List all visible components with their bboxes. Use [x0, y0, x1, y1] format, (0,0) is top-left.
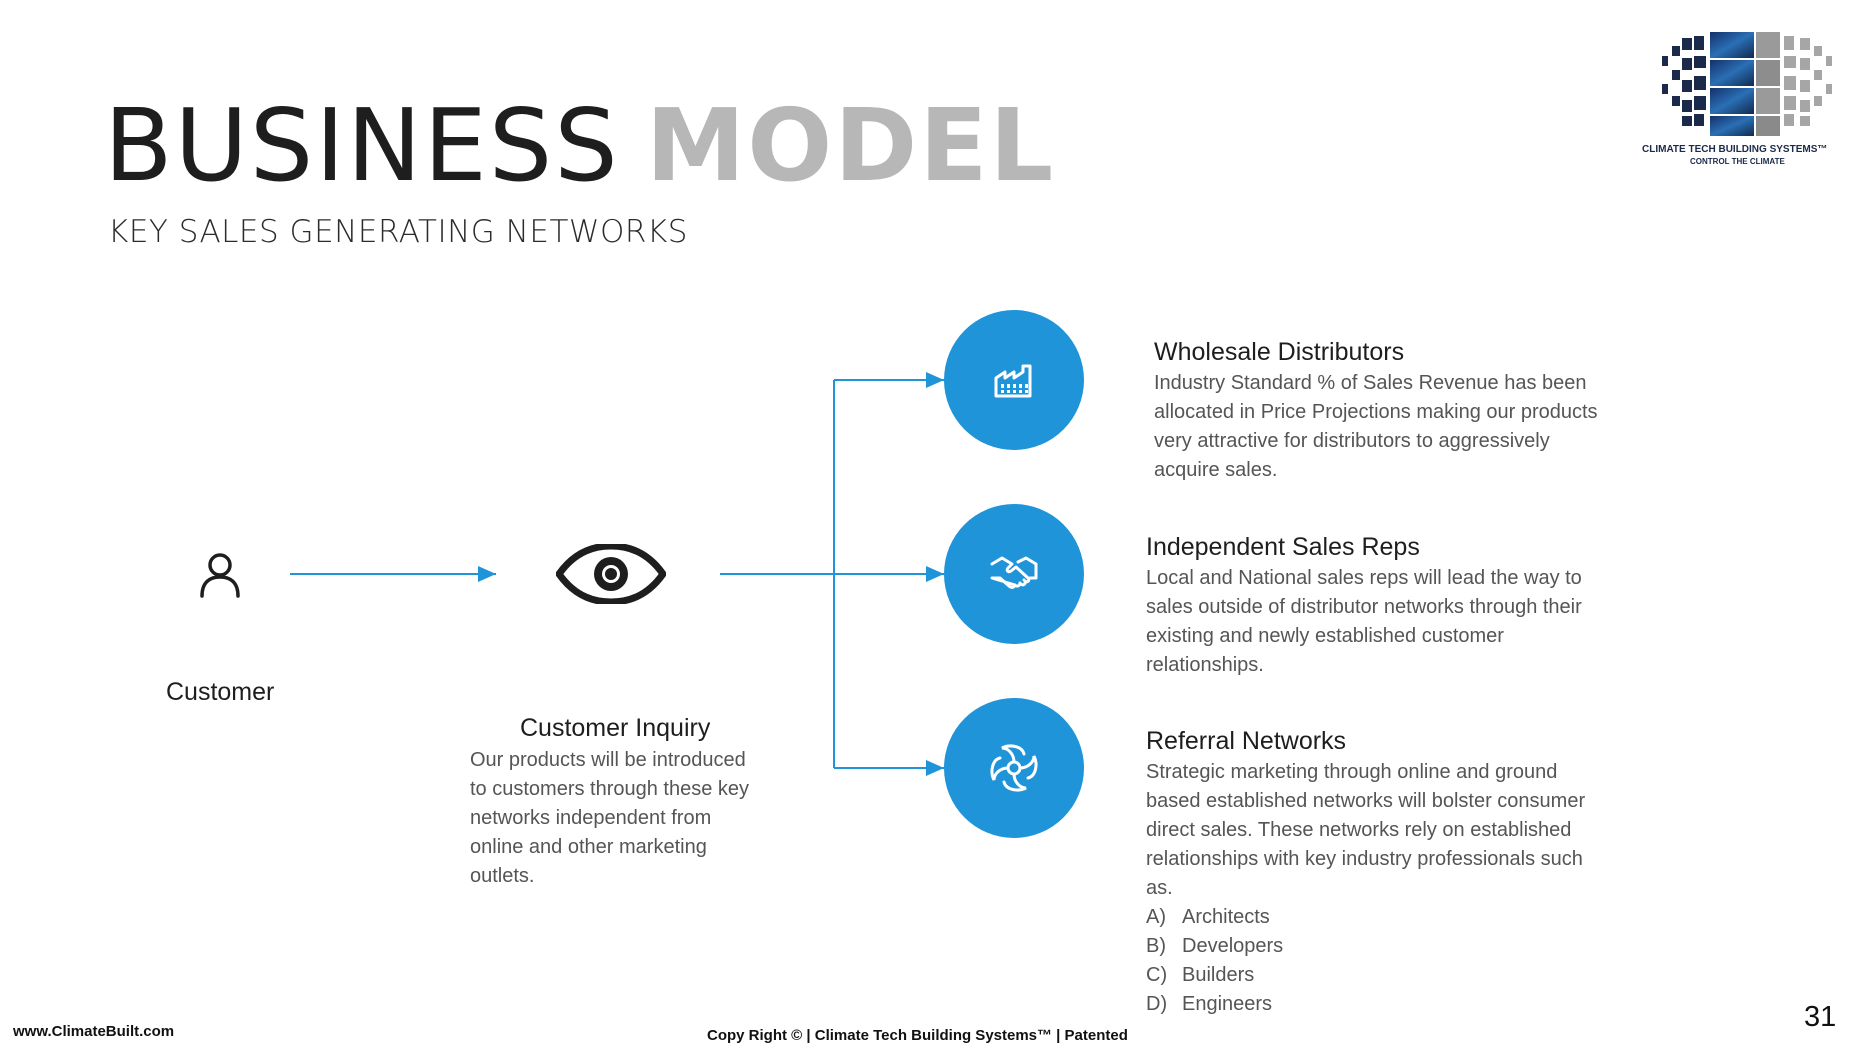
description-line: sales outside of distributor networks th… — [1146, 596, 1582, 618]
page-subtitle: KEY SALES GENERATING NETWORKS — [108, 214, 688, 250]
sales-reps-block: Independent Sales Reps Local and Nationa… — [1146, 533, 1616, 680]
description-line: existing and newly established customer — [1146, 625, 1504, 647]
list-item: C)Builders — [1146, 964, 1255, 986]
website-link[interactable]: www.ClimateBuilt.com — [13, 1023, 175, 1040]
handshake-icon — [990, 556, 1038, 589]
building-cube-logo-icon — [1662, 32, 1832, 136]
list-item: D)Engineers — [1146, 993, 1273, 1015]
customer-node — [196, 552, 244, 603]
description-line: very attractive for distributors to aggr… — [1154, 430, 1550, 452]
person-icon — [200, 553, 240, 598]
description-line: Industry Standard % of Sales Revenue has… — [1154, 372, 1587, 394]
title-part-1: BUSINESS — [104, 87, 620, 204]
inquiry-description-line: outlets. — [470, 865, 535, 887]
inquiry-description-line: to customers through these key — [470, 778, 750, 800]
description-line: Local and National sales reps will lead … — [1146, 567, 1582, 589]
page-number: 31 — [1804, 1001, 1837, 1033]
inquiry-description-line: Our products will be introduced — [470, 749, 746, 771]
inquiry-description-line: networks independent from — [470, 807, 712, 829]
wholesale-circle — [944, 310, 1084, 450]
description-line: based established networks will bolster … — [1146, 790, 1586, 812]
inquiry-description: Our products will be introduced to custo… — [470, 746, 770, 891]
wholesale-title: Wholesale Distributors — [1154, 338, 1405, 366]
referral-block: Referral Networks Strategic marketing th… — [1146, 727, 1616, 1019]
customer-label: Customer — [166, 678, 275, 706]
referral-circle — [944, 698, 1084, 838]
professionals-list: A)Architects B)Developers C)Builders D)E… — [1146, 903, 1616, 1019]
inquiry-description-line: online and other marketing — [470, 836, 707, 858]
wholesale-block: Wholesale Distributors Industry Standard… — [1154, 338, 1614, 485]
description-line: direct sales. These networks rely on est… — [1146, 819, 1572, 841]
referral-description: Strategic marketing through online and g… — [1146, 758, 1616, 903]
sales-reps-description: Local and National sales reps will lead … — [1146, 564, 1616, 680]
logo-tagline: CONTROL THE CLIMATE — [1690, 157, 1785, 166]
list-item: B)Developers — [1146, 935, 1284, 957]
description-line: relationships. — [1146, 654, 1264, 676]
description-line: allocated in Price Projections making ou… — [1154, 401, 1598, 423]
description-line: Strategic marketing through online and g… — [1146, 761, 1558, 783]
description-line: acquire sales. — [1154, 459, 1278, 481]
description-line: as. — [1146, 877, 1173, 899]
wholesale-description: Industry Standard % of Sales Revenue has… — [1154, 369, 1614, 485]
copyright-notice: Copy Right © | Climate Tech Building Sys… — [707, 1027, 1128, 1044]
inquiry-node — [554, 542, 668, 609]
logo-caption: CLIMATE TECH BUILDING SYSTEMS™ — [1642, 144, 1828, 155]
description-line: relationships with key industry professi… — [1146, 848, 1583, 870]
inquiry-label: Customer Inquiry — [520, 714, 711, 742]
factory-icon — [994, 364, 1032, 398]
referral-title: Referral Networks — [1146, 727, 1347, 755]
title-part-2: MODEL — [645, 87, 1056, 204]
sales-reps-title: Independent Sales Reps — [1146, 533, 1420, 561]
network-swirl-icon — [990, 744, 1038, 792]
eye-icon — [554, 542, 668, 606]
company-logo — [1660, 28, 1850, 140]
list-item: A)Architects — [1146, 906, 1270, 928]
sales-reps-circle — [944, 504, 1084, 644]
